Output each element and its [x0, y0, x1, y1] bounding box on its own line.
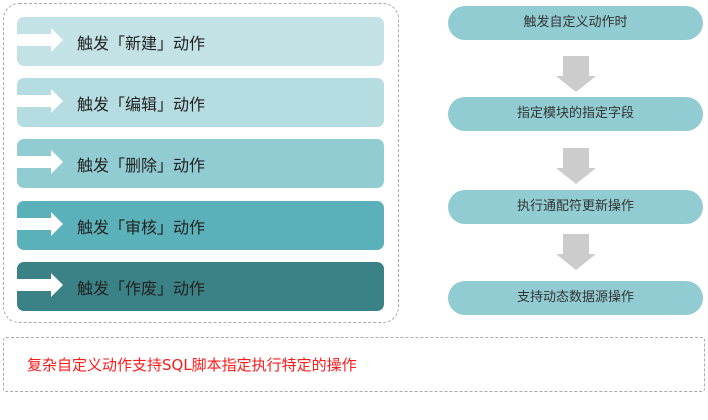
action-bar-create: 触发「新建」动作: [17, 17, 384, 66]
arrow-right-icon: [17, 212, 63, 236]
arrow-down-icon: [556, 148, 596, 184]
flow-step-2: 指定模块的指定字段: [448, 97, 703, 131]
flow-step-4: 支持动态数据源操作: [448, 281, 703, 315]
action-label: 触发「作废」动作: [77, 279, 206, 298]
footer-note: 复杂自定义动作支持SQL脚本指定执行特定的操作: [27, 356, 357, 374]
action-label: 触发「审核」动作: [77, 218, 206, 237]
arrow-right-icon: [17, 28, 63, 52]
action-group: [3, 3, 399, 323]
flow-step-1: 触发自定义动作时: [448, 6, 703, 40]
action-label: 触发「新建」动作: [77, 34, 206, 53]
action-label: 触发「删除」动作: [77, 156, 206, 175]
arrow-down-icon: [556, 234, 596, 270]
arrow-right-icon: [17, 89, 63, 113]
arrow-right-icon: [17, 273, 63, 297]
arrow-down-icon: [556, 56, 596, 92]
action-bar-delete: 触发「删除」动作: [17, 139, 384, 188]
flow-step-3: 执行通配符更新操作: [448, 190, 703, 224]
arrow-right-icon: [17, 150, 63, 174]
action-bar-edit: 触发「编辑」动作: [17, 78, 384, 127]
action-label: 触发「编辑」动作: [77, 95, 206, 114]
footer-note-box: 复杂自定义动作支持SQL脚本指定执行特定的操作: [3, 337, 705, 392]
action-bar-void: 触发「作废」动作: [17, 262, 384, 311]
action-bar-review: 触发「审核」动作: [17, 201, 384, 250]
